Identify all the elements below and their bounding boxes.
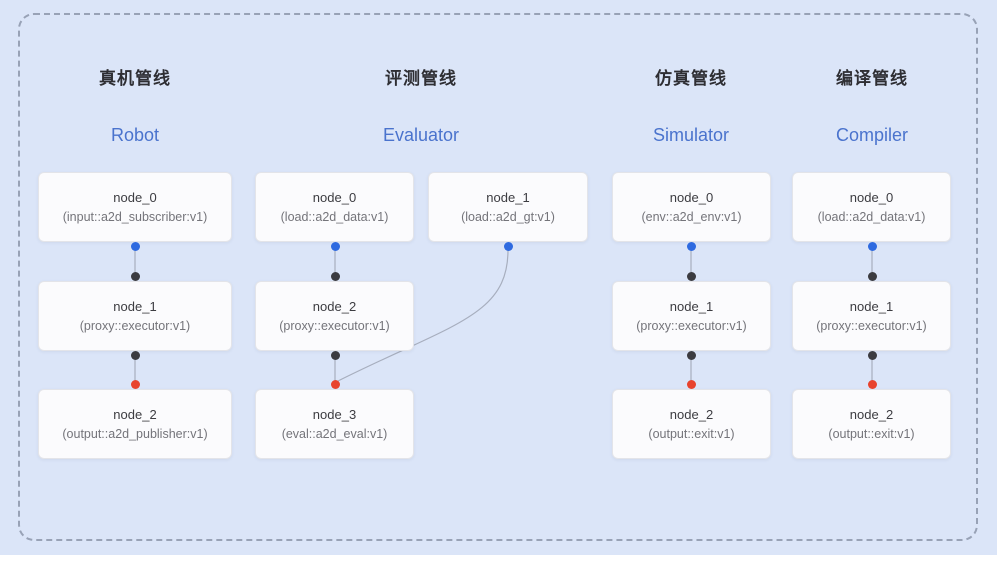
node-type-label: (load::a2d_data:v1) xyxy=(817,209,926,224)
pipeline-title-robot: 真机管线 xyxy=(99,69,171,88)
port-dot-dark xyxy=(686,271,696,281)
node-type-label: (output::a2d_publisher:v1) xyxy=(62,426,208,441)
node-type-label: (proxy::executor:v1) xyxy=(79,318,191,333)
port-dot-blue xyxy=(867,241,877,251)
port-dot-dark xyxy=(867,350,877,360)
node-evaluator-node_2[interactable]: node_2(proxy::executor:v1) xyxy=(255,281,414,351)
node-robot-node_0[interactable]: node_0(input::a2d_subscriber:v1) xyxy=(38,172,232,242)
pipeline-title-evaluator: 评测管线 xyxy=(385,69,457,88)
node-type-label: (proxy::executor:v1) xyxy=(279,318,390,333)
node-label: node_3 xyxy=(312,406,357,422)
pipeline-title-compiler: 编译管线 xyxy=(836,69,908,88)
port-dot-blue xyxy=(686,241,696,251)
pipeline-title-simulator: 仿真管线 xyxy=(655,69,727,88)
port-dot-red xyxy=(130,379,140,389)
node-compiler-node_0[interactable]: node_0(load::a2d_data:v1) xyxy=(792,172,951,242)
node-label: node_1 xyxy=(849,298,894,314)
node-type-label: (eval::a2d_eval:v1) xyxy=(281,426,388,441)
port-dot-red xyxy=(330,379,340,389)
bottom-strip xyxy=(0,555,997,563)
node-type-label: (env::a2d_env:v1) xyxy=(641,209,742,224)
node-robot-node_2[interactable]: node_2(output::a2d_publisher:v1) xyxy=(38,389,232,459)
pipeline-subtitle-compiler: Compiler xyxy=(835,125,909,145)
node-label: node_2 xyxy=(113,406,157,422)
edge-connector-evaluator.node_1-to-evaluator.node_3 xyxy=(337,249,509,382)
port-dot-blue xyxy=(130,241,140,251)
node-evaluator-node_3[interactable]: node_3(eval::a2d_eval:v1) xyxy=(255,389,414,459)
port-dot-dark xyxy=(686,350,696,360)
port-dot-blue xyxy=(503,241,513,251)
port-dot-red xyxy=(867,379,877,389)
node-label: node_0 xyxy=(849,189,894,205)
node-simulator-node_2[interactable]: node_2(output::exit:v1) xyxy=(612,389,771,459)
port-dot-dark xyxy=(330,271,340,281)
node-type-label: (input::a2d_subscriber:v1) xyxy=(62,209,208,224)
node-compiler-node_1[interactable]: node_1(proxy::executor:v1) xyxy=(792,281,951,351)
node-type-label: (proxy::executor:v1) xyxy=(816,318,927,333)
node-simulator-node_1[interactable]: node_1(proxy::executor:v1) xyxy=(612,281,771,351)
node-label: node_0 xyxy=(312,189,357,205)
node-label: node_1 xyxy=(486,189,530,205)
node-label: node_1 xyxy=(669,298,714,314)
node-label: node_0 xyxy=(669,189,714,205)
pipeline-subtitle-simulator: Simulator xyxy=(652,125,730,145)
node-label: node_2 xyxy=(849,406,894,422)
node-compiler-node_2[interactable]: node_2(output::exit:v1) xyxy=(792,389,951,459)
node-type-label: (output::exit:v1) xyxy=(828,426,915,441)
node-evaluator-node_0[interactable]: node_0(load::a2d_data:v1) xyxy=(255,172,414,242)
node-label: node_2 xyxy=(312,298,357,314)
port-dot-dark xyxy=(330,350,340,360)
node-label: node_2 xyxy=(669,406,714,422)
node-label: node_1 xyxy=(113,298,157,314)
node-type-label: (output::exit:v1) xyxy=(648,426,735,441)
node-evaluator-node_1[interactable]: node_1(load::a2d_gt:v1) xyxy=(428,172,588,242)
node-type-label: (proxy::executor:v1) xyxy=(636,318,747,333)
pipeline-subtitle-evaluator: Evaluator xyxy=(382,125,460,145)
port-dot-dark xyxy=(130,350,140,360)
node-simulator-node_0[interactable]: node_0(env::a2d_env:v1) xyxy=(612,172,771,242)
port-dot-dark xyxy=(130,271,140,281)
node-label: node_0 xyxy=(113,189,157,205)
pipeline-subtitle-robot: Robot xyxy=(110,125,160,145)
node-type-label: (load::a2d_data:v1) xyxy=(280,209,389,224)
port-dot-blue xyxy=(330,241,340,251)
node-robot-node_1[interactable]: node_1(proxy::executor:v1) xyxy=(38,281,232,351)
port-dot-dark xyxy=(867,271,877,281)
node-type-label: (load::a2d_gt:v1) xyxy=(461,209,555,224)
port-dot-red xyxy=(686,379,696,389)
